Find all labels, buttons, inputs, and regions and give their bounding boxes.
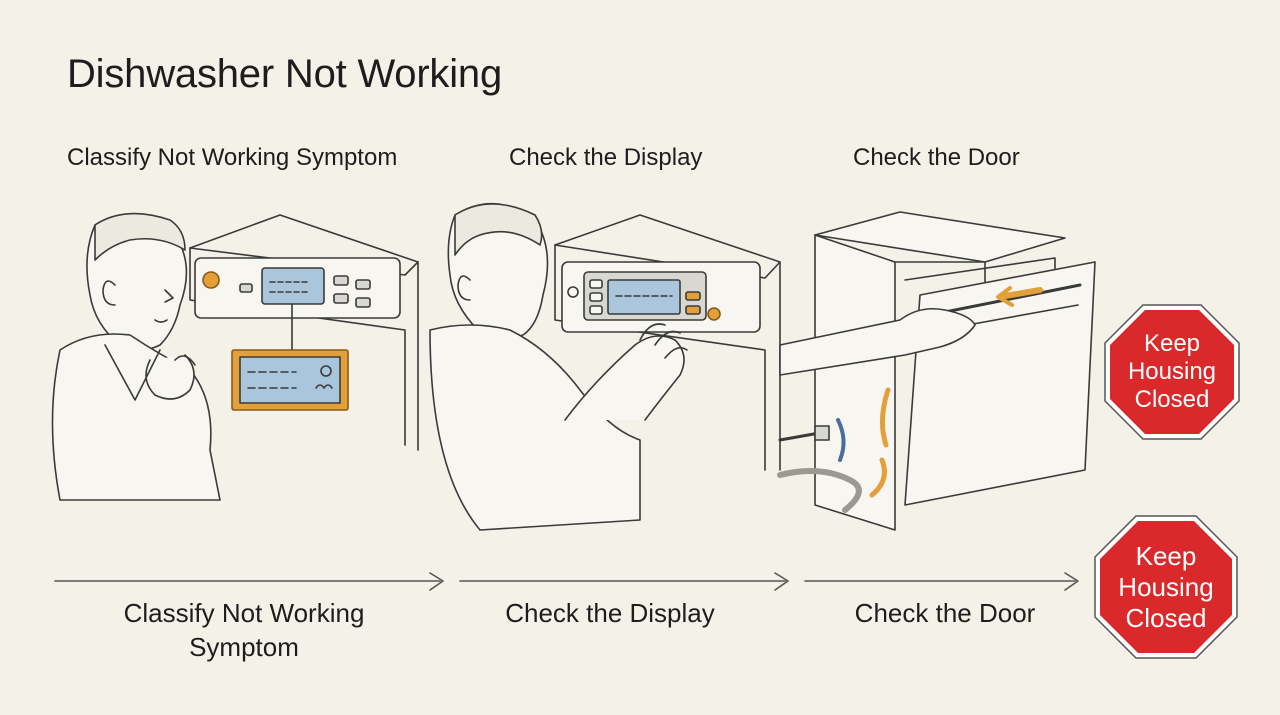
stop-sign-icon	[1104, 304, 1240, 440]
flow-arrow-3-head	[1064, 572, 1079, 591]
step-3-heading: Check the Door	[853, 144, 1020, 171]
step-2-heading: Check the Display	[509, 144, 703, 171]
flow-arrows	[54, 572, 1079, 591]
step-3-caption: Check the Door	[854, 598, 1036, 628]
stop-sign-icon	[1094, 515, 1238, 659]
stop-sign-warning-bottom: Keep Housing Closed	[1093, 514, 1239, 660]
step-2-caption: Check the Display	[505, 598, 715, 628]
flow-arrow-1-head	[429, 572, 444, 591]
stop-sign-warning-top: Keep Housing Closed	[1103, 303, 1241, 441]
page-title: Dishwasher Not Working	[67, 52, 503, 96]
stop-sign-text: Keep Housing Closed	[1127, 330, 1217, 413]
step-1-caption: Classify Not Working Symptom	[123, 598, 365, 662]
step-1-heading: Classify Not Working Symptom	[67, 144, 398, 171]
stop-sign-text: Keep Housing Closed	[1118, 540, 1214, 633]
panel-2-illustration	[429, 202, 781, 531]
panel-1-illustration	[51, 212, 419, 501]
panel-3-illustration	[777, 211, 1096, 531]
flow-arrow-2-head	[774, 572, 789, 591]
